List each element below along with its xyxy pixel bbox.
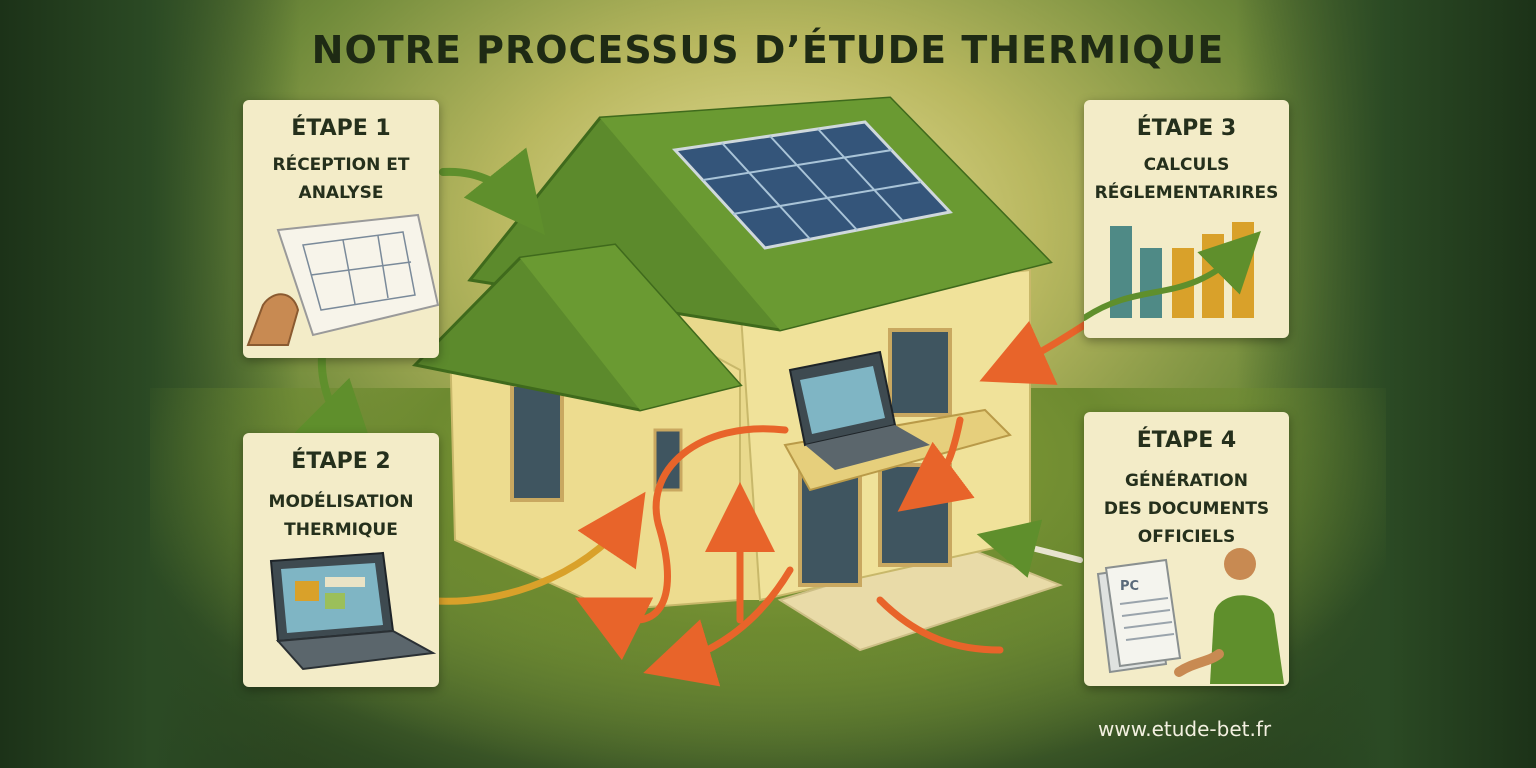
laptop-icon	[269, 551, 437, 671]
step-title: ÉTAPE 2	[291, 449, 391, 474]
bar-chart-icon	[1084, 222, 1261, 321]
window	[510, 383, 564, 502]
document-arrow	[976, 519, 1083, 578]
step-title: ÉTAPE 4	[1136, 428, 1237, 453]
step-title: ÉTAPE 3	[1136, 116, 1237, 141]
handshake	[1174, 649, 1224, 677]
person-body	[1210, 595, 1284, 684]
document-label: PC	[1120, 579, 1139, 594]
laptop-keyboard	[805, 425, 930, 470]
step-title: ÉTAPE 1	[291, 116, 391, 141]
documents-icon: PC	[1096, 548, 1284, 684]
solar-panel	[671, 120, 953, 250]
footer-url[interactable]: www.etude-bet.fr	[1098, 717, 1272, 741]
page-title: NOTRE PROCESSUS D’ÉTUDE THERMIQUE	[311, 28, 1225, 72]
laptop-screen	[800, 366, 885, 434]
solar-panel-grid	[702, 128, 922, 240]
person-head	[1224, 548, 1256, 580]
window	[888, 328, 952, 417]
heat-flow-arrows	[416, 286, 1144, 687]
floor-plan-icon	[246, 213, 439, 346]
front-roof-slope	[520, 245, 740, 410]
